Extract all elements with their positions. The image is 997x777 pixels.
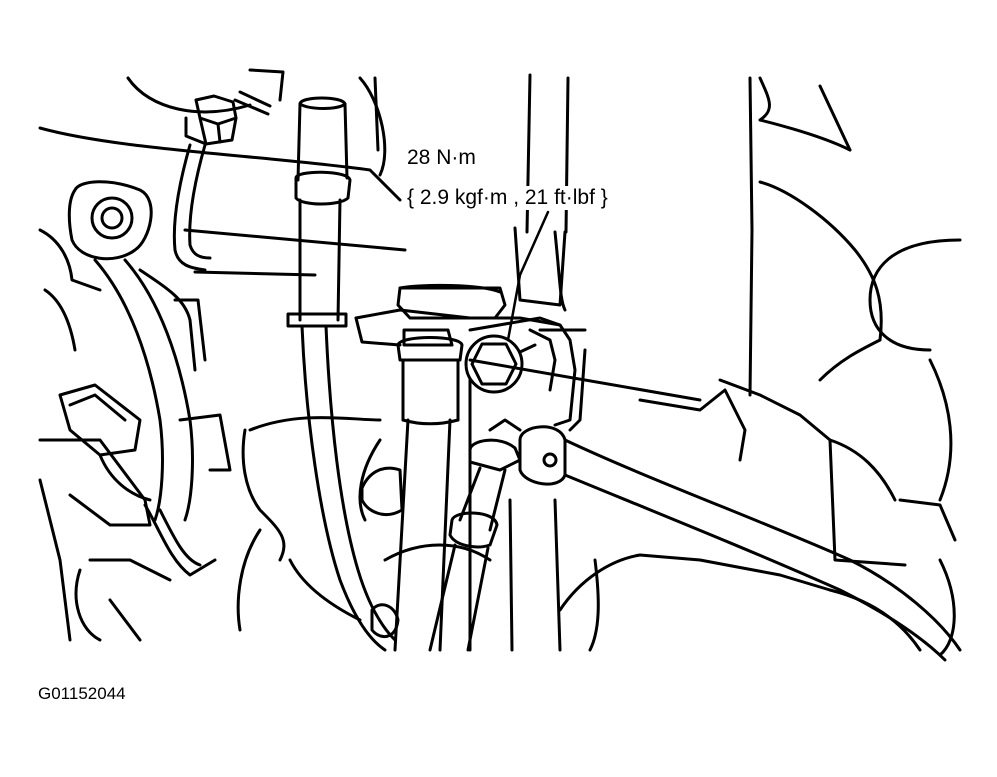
torque-value-alt: { 2.9 kgf·m , 21 ft·lbf } bbox=[405, 186, 610, 210]
callout-leader bbox=[506, 210, 550, 342]
engine-outline bbox=[38, 68, 962, 657]
torque-value-nm: 28 N·m bbox=[405, 146, 478, 170]
left-bracket-arm bbox=[93, 258, 207, 522]
brake-line-right bbox=[518, 425, 962, 662]
brake-line-left bbox=[172, 90, 272, 272]
hose-fitting bbox=[393, 328, 464, 652]
mounting-bolt bbox=[464, 334, 537, 394]
brake-hose-center bbox=[286, 96, 400, 652]
left-mount-bushing bbox=[38, 180, 153, 352]
hose-bracket bbox=[354, 283, 587, 432]
harness-clip bbox=[38, 383, 217, 577]
angled-fitting bbox=[428, 418, 522, 652]
figure-id: G01152044 bbox=[38, 684, 126, 703]
